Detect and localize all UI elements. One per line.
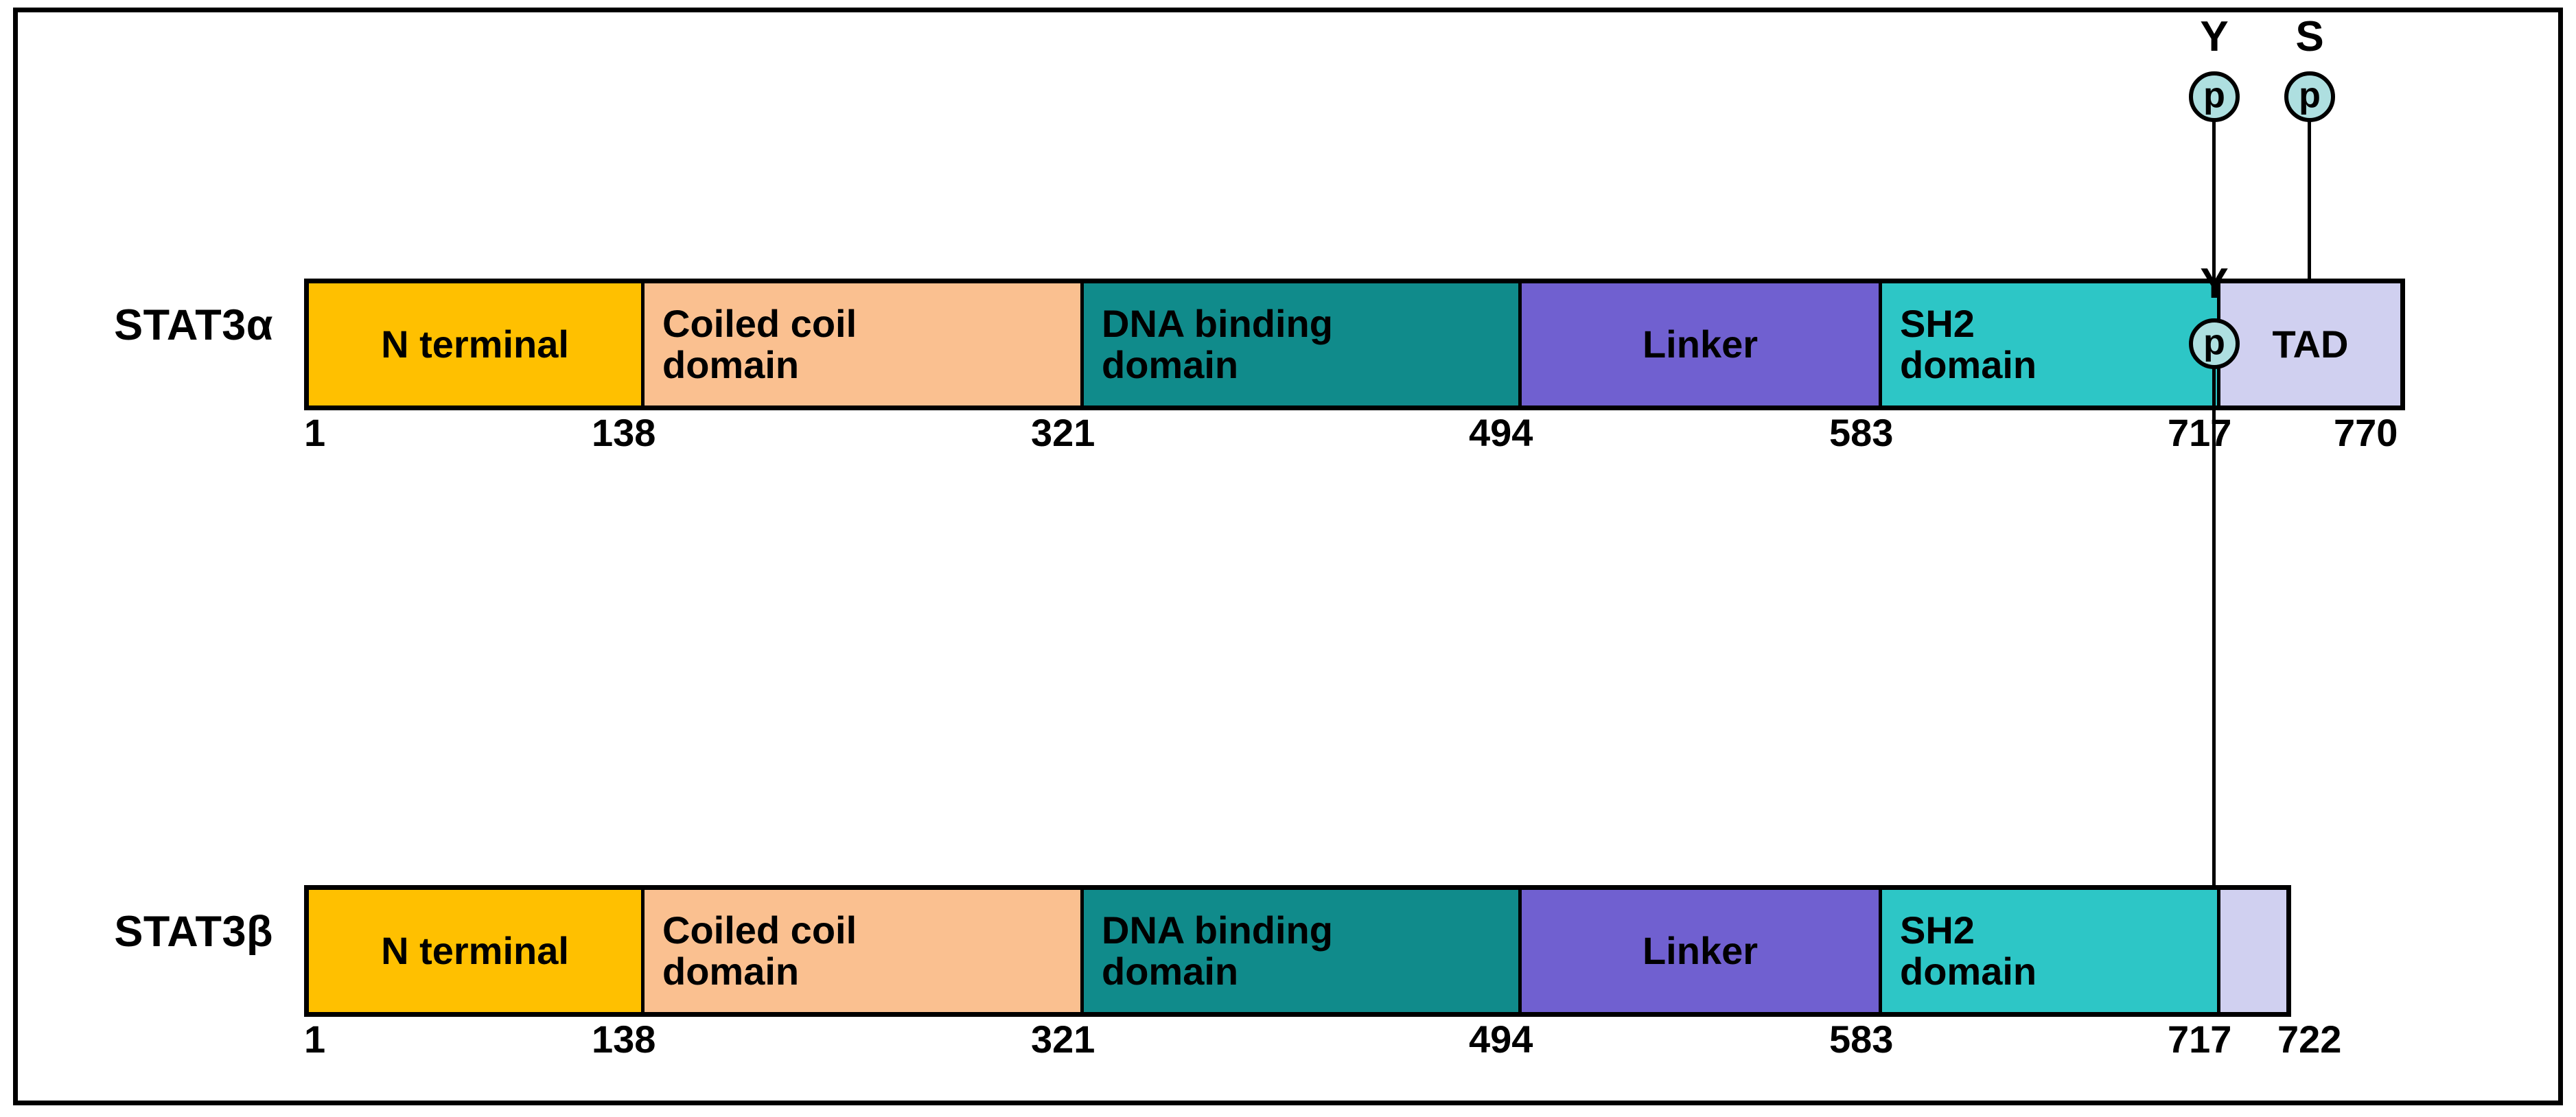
phospho-circle-s-alpha[interactable]: p — [2284, 71, 2335, 122]
domain-linker-beta[interactable]: Linker — [1522, 890, 1882, 1012]
domain-sh2-beta[interactable]: SH2 domain — [1882, 890, 2220, 1012]
domain-tad-alpha[interactable]: TAD — [2220, 283, 2400, 405]
domain-coiled-coil-beta[interactable]: Coiled coil domain — [645, 890, 1084, 1012]
domain-label-n-terminal-beta: N terminal — [381, 928, 569, 972]
domain-label-sh2-alpha: SH2 domain — [1900, 301, 2037, 386]
domain-c-terminal-tail-beta[interactable] — [2220, 890, 2286, 1012]
domain-dna-binding-beta[interactable]: DNA binding domain — [1084, 890, 1522, 1012]
tick-alpha-770: 770 — [2334, 411, 2398, 454]
domain-linker-alpha[interactable]: Linker — [1522, 283, 1882, 405]
domain-n-terminal-beta[interactable]: N terminal — [309, 890, 645, 1012]
tick-alpha-494: 494 — [1469, 411, 1533, 454]
phospho-stem-y-beta — [2212, 343, 2216, 888]
residue-letter-y-beta: Y — [2200, 260, 2229, 307]
tick-alpha-1: 1 — [304, 411, 326, 454]
tick-beta-717: 717 — [2168, 1018, 2232, 1061]
tick-alpha-138: 138 — [592, 411, 656, 454]
domain-label-linker-alpha: Linker — [1642, 322, 1759, 366]
domain-label-coiled-coil-beta: Coiled coil domain — [662, 908, 857, 993]
tick-alpha-717: 717 — [2168, 411, 2232, 454]
domain-bar-stat3-beta: N terminal Coiled coil domain DNA bindin… — [304, 885, 2291, 1017]
residue-letter-s-alpha: S — [2295, 13, 2324, 60]
domain-dna-binding-alpha[interactable]: DNA binding domain — [1084, 283, 1522, 405]
domain-bar-stat3-alpha: N terminal Coiled coil domain DNA bindin… — [304, 279, 2405, 410]
domain-label-coiled-coil-alpha: Coiled coil domain — [662, 301, 857, 386]
domain-sh2-alpha[interactable]: SH2 domain — [1882, 283, 2220, 405]
tick-beta-1: 1 — [304, 1018, 326, 1061]
tick-beta-138: 138 — [592, 1018, 656, 1061]
phospho-stem-s-alpha — [2308, 96, 2311, 281]
tick-beta-321: 321 — [1031, 1018, 1095, 1061]
phospho-mark-y-alpha: p — [2203, 75, 2225, 115]
phospho-circle-y-beta[interactable]: p — [2189, 318, 2240, 369]
domain-coiled-coil-alpha[interactable]: Coiled coil domain — [645, 283, 1084, 405]
isoform-label-stat3-beta: STAT3β — [114, 908, 273, 956]
tick-beta-722: 722 — [2277, 1018, 2342, 1061]
phospho-mark-y-beta: p — [2203, 322, 2225, 362]
phospho-mark-s-alpha: p — [2299, 75, 2321, 115]
phospho-circle-y-alpha[interactable]: p — [2189, 71, 2240, 122]
isoform-label-stat3-alpha: STAT3α — [114, 301, 273, 349]
tick-alpha-583: 583 — [1829, 411, 1894, 454]
phospho-stem-y-alpha — [2212, 96, 2216, 281]
domain-label-dna-binding-beta: DNA binding domain — [1102, 908, 1333, 993]
domain-label-sh2-beta: SH2 domain — [1900, 908, 2037, 993]
domain-label-dna-binding-alpha: DNA binding domain — [1102, 301, 1333, 386]
domain-label-n-terminal-alpha: N terminal — [381, 322, 569, 366]
tick-beta-494: 494 — [1469, 1018, 1533, 1061]
domain-label-tad-alpha: TAD — [2272, 322, 2349, 366]
residue-letter-y-alpha: Y — [2200, 13, 2229, 60]
domain-label-linker-beta: Linker — [1642, 928, 1759, 972]
domain-n-terminal-alpha[interactable]: N terminal — [309, 283, 645, 405]
tick-beta-583: 583 — [1829, 1018, 1894, 1061]
tick-alpha-321: 321 — [1031, 411, 1095, 454]
